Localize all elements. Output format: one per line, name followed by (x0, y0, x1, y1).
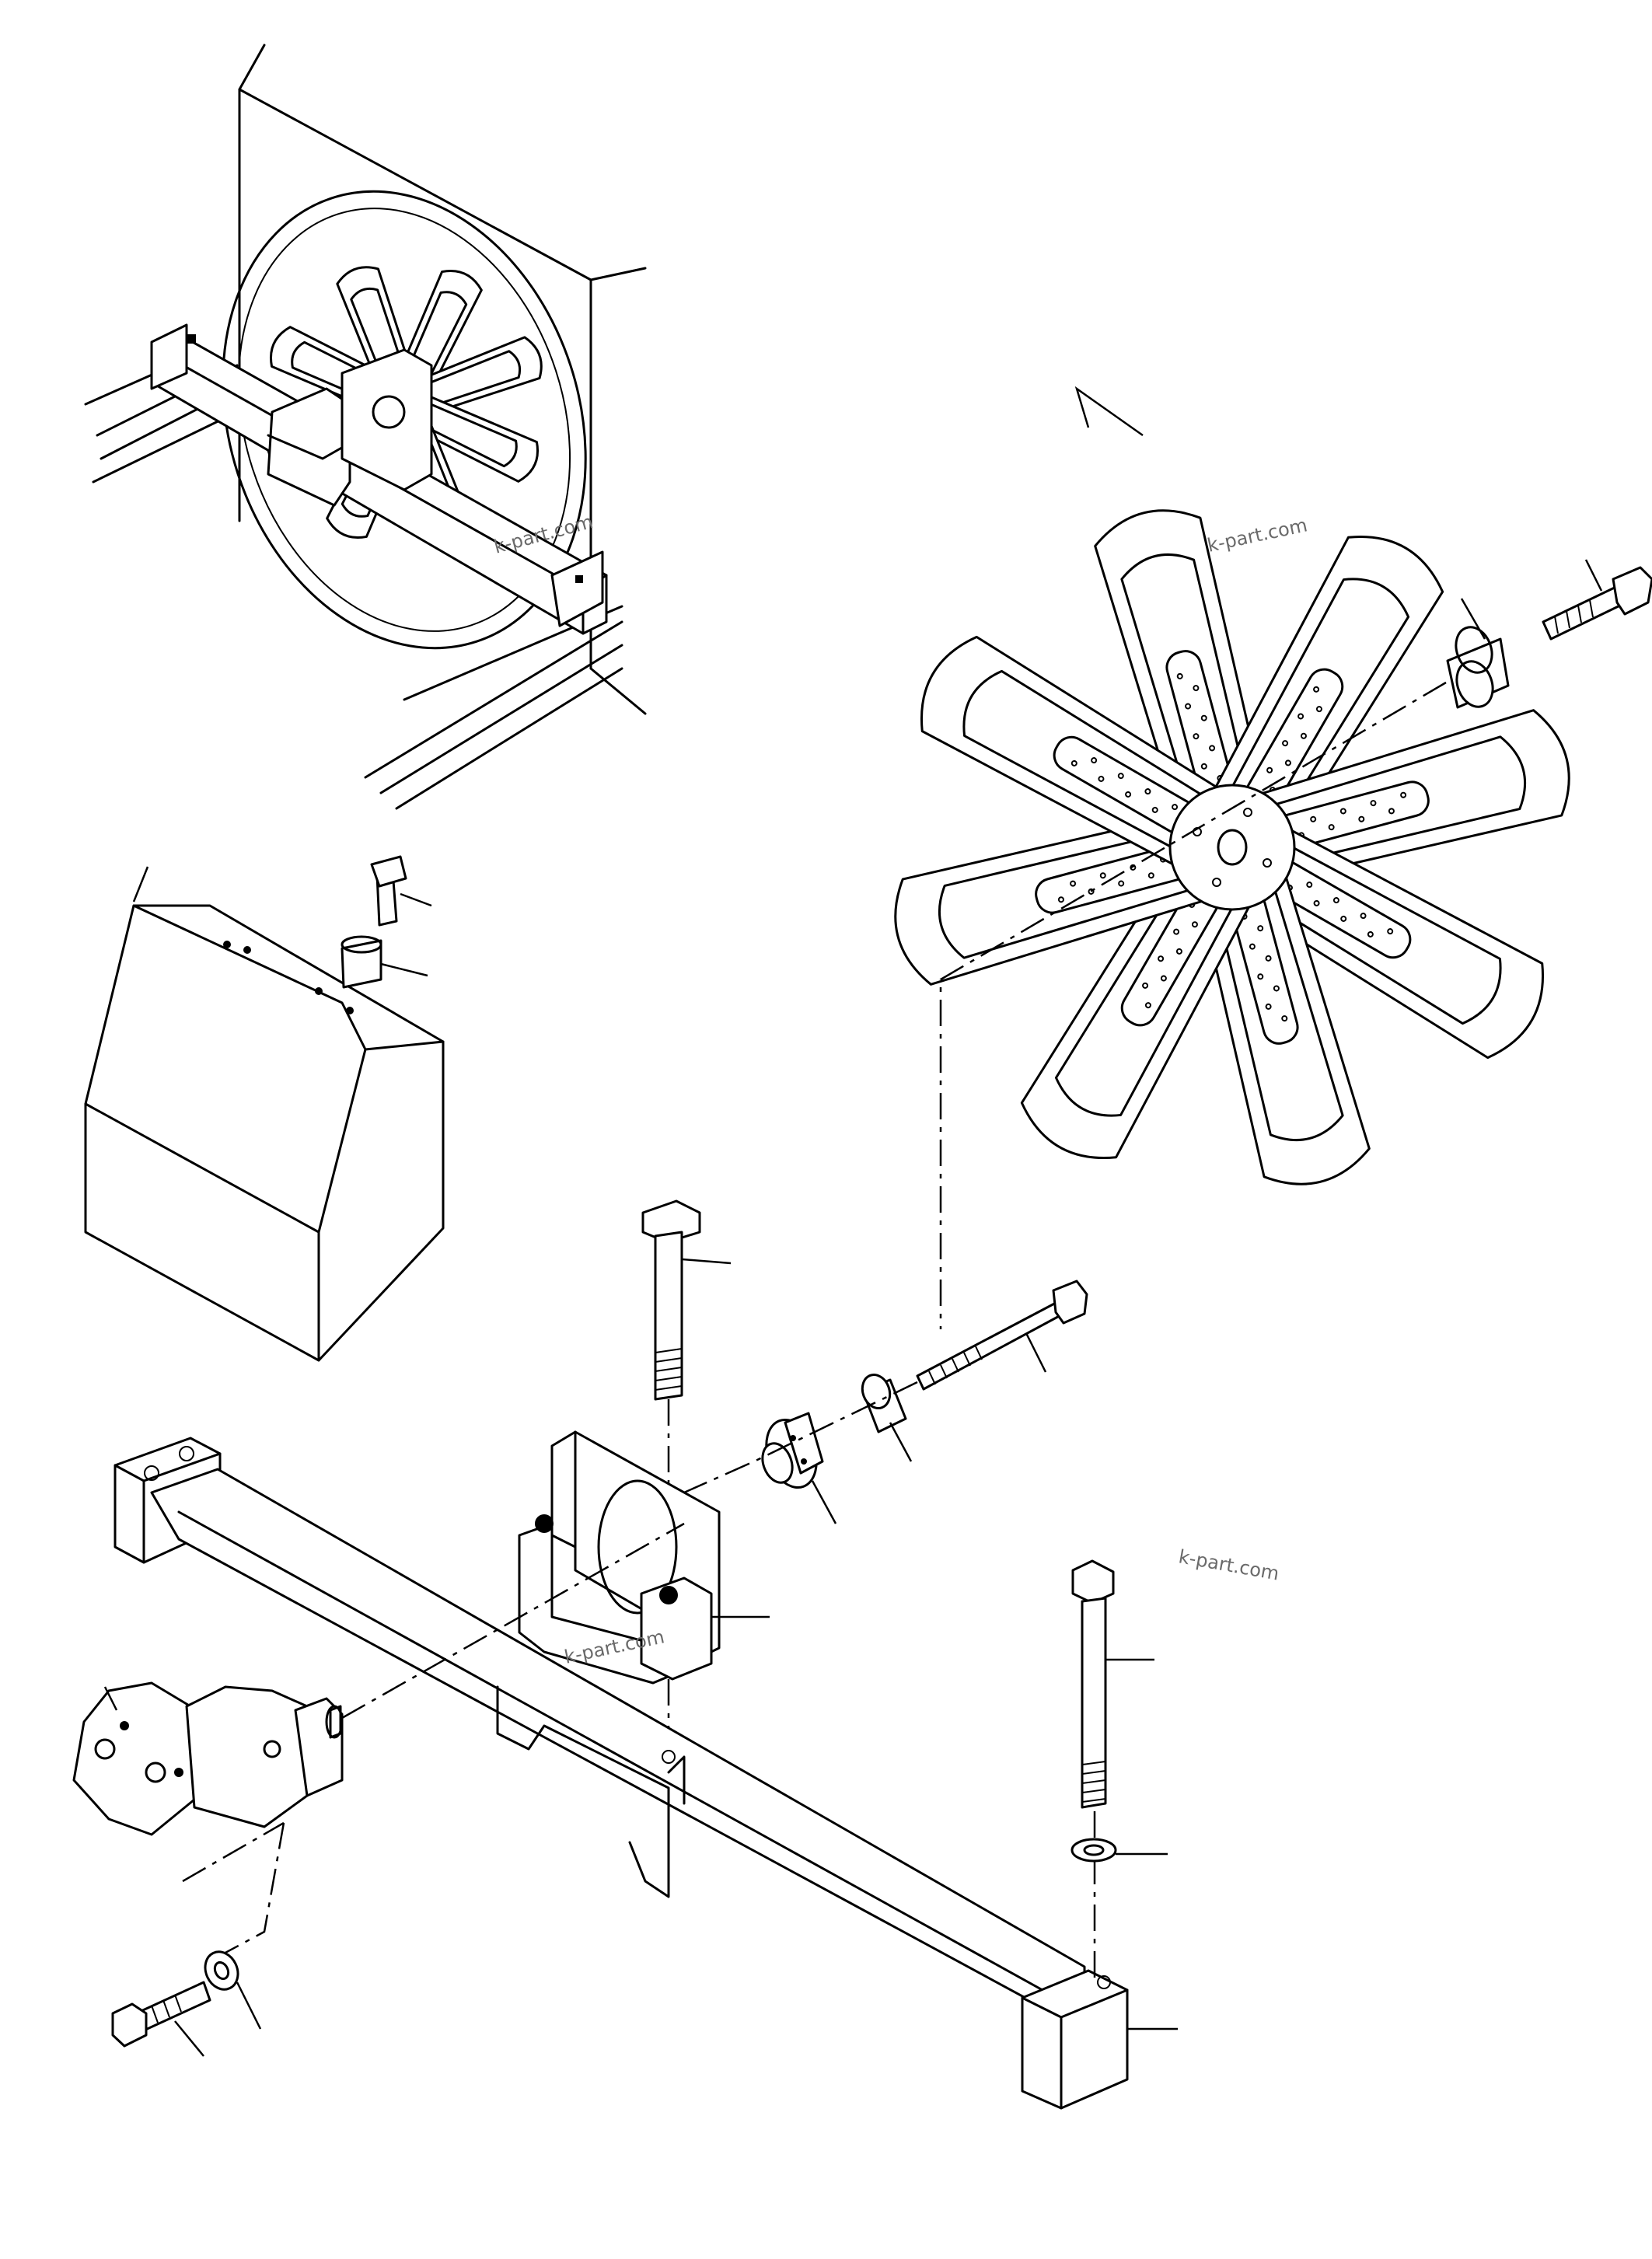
cover-spacer (341, 935, 428, 989)
cover-bolt (370, 855, 432, 927)
support-bracket (518, 1430, 770, 1685)
hydraulic-motor (72, 1681, 344, 1836)
long-bolt (641, 1199, 732, 1401)
fan-bolt (1542, 559, 1652, 641)
spacer (1446, 598, 1510, 709)
fan-blade-assembly (882, 386, 1582, 1197)
watermark-3: k-part.com (1177, 1545, 1281, 1584)
motor-bolt-centerline (182, 1821, 285, 1960)
beam-bolt (1071, 1559, 1154, 1809)
flange-hub (761, 1412, 837, 1524)
through-bolt (916, 1280, 1088, 1391)
motor-cover (84, 866, 445, 1362)
motor-centerline (341, 1522, 685, 1720)
beam-washer (1070, 1838, 1168, 1863)
through-bolt-centerline (683, 1381, 918, 1494)
watermark-2: k-part.com (1205, 514, 1309, 557)
motor-washer (204, 1950, 262, 2030)
fan-centerline (939, 681, 1447, 1329)
bushing (861, 1374, 913, 1462)
support-beam (114, 1437, 1178, 2110)
installed-view-fan-assembly (84, 44, 647, 810)
motor-bolt (111, 1981, 211, 2057)
